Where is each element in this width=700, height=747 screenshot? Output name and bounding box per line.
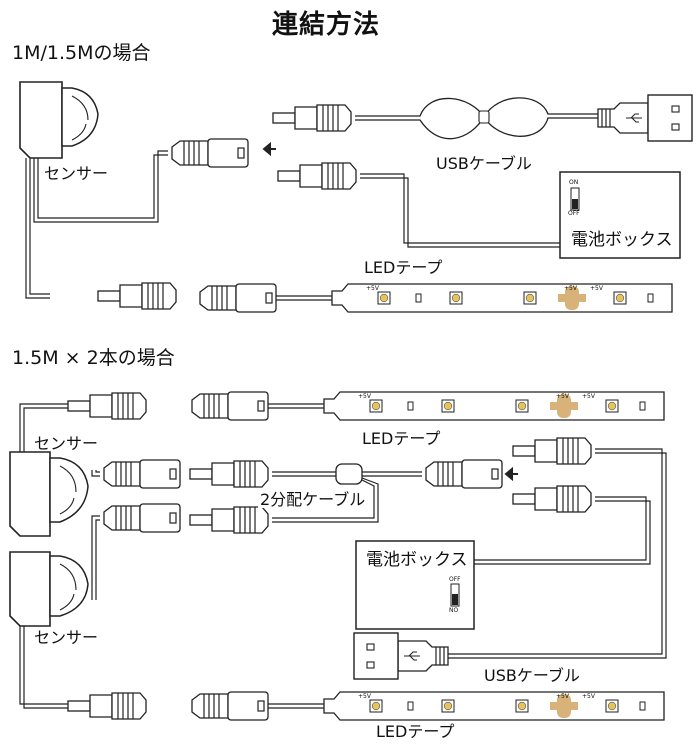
- section2-power-cables: [448, 448, 667, 659]
- led-strip-2a: [323, 391, 665, 421]
- usb-cable-2-dc-plug: [512, 437, 592, 465]
- section2-splitter-label: 2分配ケーブル: [258, 490, 368, 509]
- battery-box-1: [559, 171, 681, 259]
- section2-sensor-label-1: センサー: [34, 434, 99, 453]
- battery-cable-1: [277, 162, 560, 248]
- sensor-1: [19, 81, 99, 159]
- section2-led-voltage-bottom-mid-a: +5V: [556, 693, 569, 700]
- section1-diagram: [19, 81, 693, 313]
- splitter-cable: [189, 459, 503, 534]
- section2-led-voltage-bottom: +5V: [358, 693, 371, 700]
- section1-usb-label: USBケーブル: [436, 154, 532, 173]
- section2-usb-label: USBケーブル: [484, 666, 580, 685]
- led-strip-1: [331, 283, 673, 313]
- sensor1-power-plug: [97, 282, 177, 310]
- section2-led-label-2: LEDテープ: [376, 722, 455, 741]
- sensor2a-led-plug: [67, 392, 147, 420]
- section2-heading: 1.5M × 2本の場合: [12, 347, 175, 369]
- sensor-2b: [9, 551, 89, 627]
- led-strip-2b: [323, 691, 665, 721]
- section1-heading: 1M/1.5Mの場合: [12, 42, 151, 64]
- section2-sensor-cables: [19, 403, 100, 709]
- section1-led-voltage-mid-a: +5V: [564, 285, 577, 292]
- sensor1-cables: [25, 150, 168, 299]
- section2-switch-no: NO: [449, 607, 459, 614]
- led-strip-1-socket: [199, 283, 277, 313]
- section1-led-label: LEDテープ: [364, 258, 443, 277]
- usb-cable-2-plug: [353, 632, 449, 680]
- sensor2b-socket: [103, 503, 181, 533]
- section2-switch-off: OFF: [449, 576, 461, 583]
- page-title: 連結方法: [272, 10, 381, 40]
- section2-led-voltage-bottom-mid-b: +5V: [582, 693, 595, 700]
- sensor2b-led-plug: [67, 692, 147, 720]
- battery-cable-2-dc-plug: [512, 485, 592, 513]
- section2-led-label-1: LEDテープ: [362, 429, 441, 448]
- sensor2a-socket: [103, 459, 181, 489]
- section1-battery-label: 電池ボックス: [571, 230, 673, 250]
- sensor-2a: [9, 451, 89, 537]
- section2-led-voltage-top-mid-b: +5V: [582, 393, 595, 400]
- section2-led-voltage-top: +5V: [358, 393, 371, 400]
- section2-sensor-label-2: センサー: [34, 628, 99, 647]
- battery-switch-2: [450, 583, 460, 607]
- battery-switch-1: [570, 187, 580, 211]
- led-strip-2b-socket: [191, 691, 269, 721]
- section1-led-voltage: +5V: [366, 285, 379, 292]
- section1-led-voltage-mid-b: +5V: [590, 285, 603, 292]
- section2-led-voltage-top-mid-a: +5V: [556, 393, 569, 400]
- sensor1-led-socket: [171, 138, 249, 168]
- led-strip-2a-socket: [191, 391, 269, 421]
- arrow-left-icon: [262, 141, 276, 157]
- section2-battery-label: 電池ボックス: [366, 550, 468, 570]
- section1-sensor-label: センサー: [44, 164, 109, 183]
- section2-diagram: [9, 391, 667, 721]
- usb-cable-1: [272, 94, 693, 142]
- section1-switch-off: OFF: [568, 210, 580, 217]
- section1-switch-on: ON: [569, 179, 579, 186]
- arrow-left-icon: [504, 466, 518, 482]
